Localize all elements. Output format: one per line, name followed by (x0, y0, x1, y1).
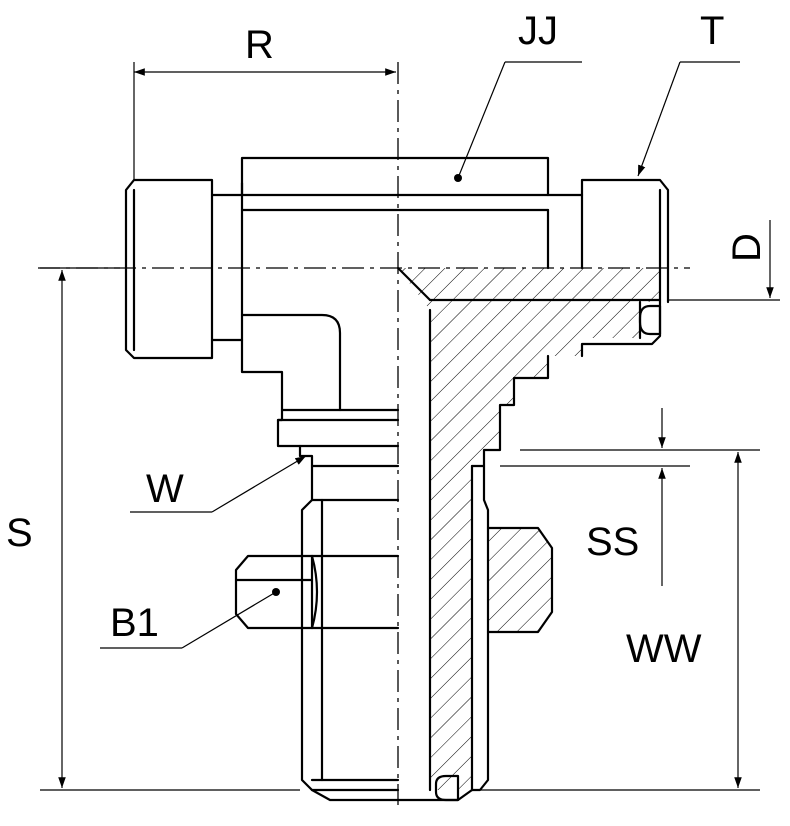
leader-jj (454, 61, 582, 182)
fitting-outline (124, 156, 670, 802)
dimension-s (40, 267, 300, 791)
label-ss: SS (586, 520, 639, 564)
leader-b1 (100, 588, 280, 649)
label-d: D (725, 233, 769, 262)
label-jj: JJ (518, 9, 558, 53)
leader-t (637, 61, 740, 177)
label-b1: B1 (110, 601, 159, 645)
label-t: T (700, 9, 724, 53)
label-w: W (146, 467, 184, 511)
center-lines (38, 62, 690, 805)
dimension-ss (500, 408, 760, 586)
label-ww: WW (626, 627, 702, 671)
label-r: R (245, 23, 274, 67)
section-hatching (398, 268, 660, 790)
dimension-ww (480, 452, 760, 791)
leader-w (130, 455, 307, 513)
dimension-d (668, 220, 780, 301)
label-s: S (6, 511, 33, 555)
dimension-r (133, 62, 396, 180)
